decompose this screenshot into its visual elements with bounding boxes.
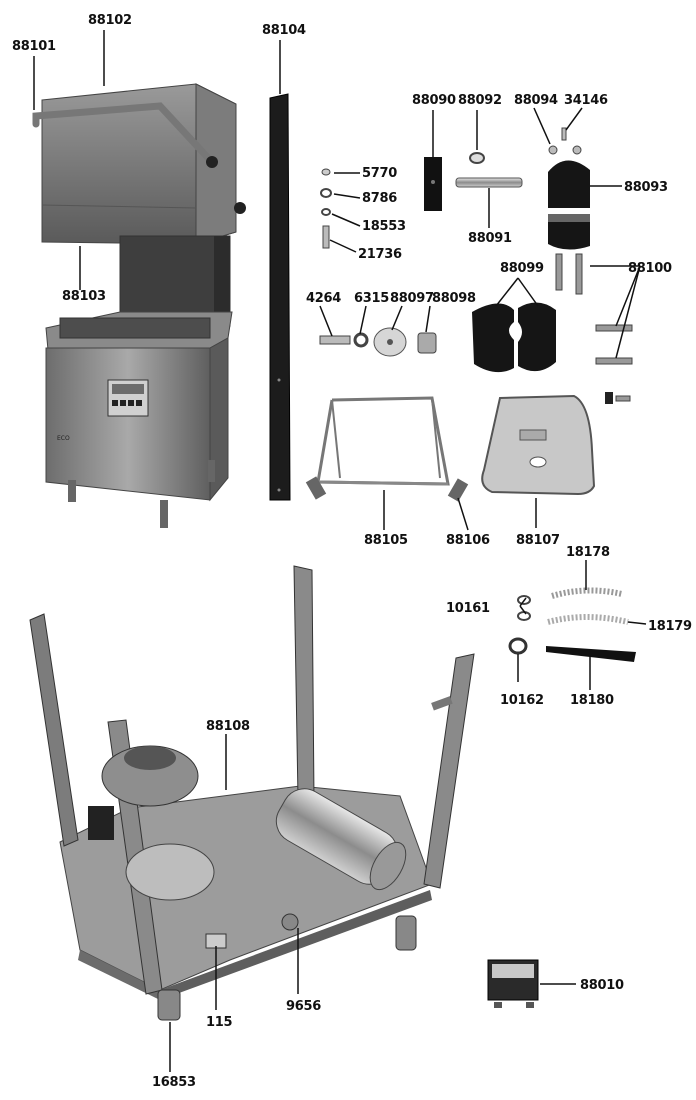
cam-parts bbox=[548, 127, 590, 250]
leader-lines bbox=[33, 30, 647, 1072]
split-blocks bbox=[472, 302, 556, 373]
foot bbox=[157, 989, 181, 1021]
clamp bbox=[517, 595, 531, 605]
hinge-washer bbox=[469, 152, 485, 164]
cam-upper bbox=[548, 160, 590, 208]
hose-18178 bbox=[551, 587, 623, 599]
label-10161: 10161 bbox=[446, 601, 490, 616]
transformer bbox=[487, 959, 539, 1008]
label-10162: 10162 bbox=[500, 693, 544, 708]
label-88099: 88099 bbox=[500, 261, 544, 276]
label-8786: 8786 bbox=[362, 191, 397, 206]
part-labels: 88101 88102 88103 88104 5770 8786 18553 … bbox=[12, 13, 692, 1090]
rack-frame bbox=[305, 396, 469, 502]
label-34146: 34146 bbox=[564, 93, 608, 108]
back-column bbox=[119, 235, 231, 327]
post bbox=[293, 565, 315, 801]
post bbox=[423, 653, 475, 889]
label-88010: 88010 bbox=[580, 978, 624, 993]
heater-tank bbox=[275, 788, 407, 891]
switch-115 bbox=[205, 933, 227, 949]
label-88106: 88106 bbox=[446, 533, 490, 548]
label-115: 115 bbox=[206, 1015, 232, 1030]
clamp bbox=[517, 611, 531, 621]
pump bbox=[125, 843, 215, 901]
hoses bbox=[508, 587, 636, 662]
hood-handle bbox=[32, 102, 214, 164]
post bbox=[29, 613, 79, 847]
washer bbox=[320, 188, 332, 198]
label-18180: 18180 bbox=[570, 693, 614, 708]
ring bbox=[321, 208, 331, 216]
leg bbox=[160, 500, 168, 528]
label-18179: 18179 bbox=[648, 619, 692, 634]
label-88100: 88100 bbox=[628, 261, 672, 276]
drip-tray bbox=[481, 394, 596, 496]
label-88107: 88107 bbox=[516, 533, 560, 548]
label-16853: 16853 bbox=[152, 1075, 196, 1090]
long-bolts bbox=[555, 253, 633, 404]
foot bbox=[395, 915, 417, 951]
label-88103: 88103 bbox=[62, 289, 106, 304]
leg bbox=[208, 460, 215, 482]
machine-badge: ECO bbox=[57, 435, 70, 442]
vertical-strip bbox=[269, 93, 291, 501]
label-5770: 5770 bbox=[362, 166, 397, 181]
base-frame bbox=[29, 565, 475, 1021]
spring-washer bbox=[353, 332, 369, 348]
label-88093: 88093 bbox=[624, 180, 668, 195]
hose-18180 bbox=[546, 646, 636, 662]
hose-18179 bbox=[547, 614, 629, 625]
label-88105: 88105 bbox=[364, 533, 408, 548]
label-18553: 18553 bbox=[362, 219, 406, 234]
bolt bbox=[319, 335, 351, 345]
valve-9656 bbox=[281, 913, 299, 931]
label-6315: 6315 bbox=[354, 291, 389, 306]
label-88098: 88098 bbox=[432, 291, 476, 306]
label-88104: 88104 bbox=[262, 23, 306, 38]
label-9656: 9656 bbox=[286, 999, 321, 1014]
label-88097: 88097 bbox=[390, 291, 434, 306]
label-88094: 88094 bbox=[514, 93, 558, 108]
label-88108: 88108 bbox=[206, 719, 250, 734]
cam-lower bbox=[548, 222, 590, 250]
label-88092: 88092 bbox=[458, 93, 502, 108]
hinge-parts bbox=[424, 152, 523, 211]
label-88090: 88090 bbox=[412, 93, 456, 108]
split-block-left bbox=[472, 303, 514, 373]
label-88102: 88102 bbox=[88, 13, 132, 28]
cabinet bbox=[45, 347, 211, 501]
dishwasher-machine: ECO bbox=[32, 83, 246, 528]
handle-knob bbox=[206, 156, 218, 168]
label-88101: 88101 bbox=[12, 39, 56, 54]
shaft-parts bbox=[319, 327, 437, 357]
motor-capacitor bbox=[88, 806, 114, 840]
bushing bbox=[417, 332, 437, 354]
label-18178: 18178 bbox=[566, 545, 610, 560]
label-88091: 88091 bbox=[468, 231, 512, 246]
label-4264: 4264 bbox=[306, 291, 341, 306]
small-hardware-group bbox=[320, 168, 332, 249]
screw bbox=[322, 225, 330, 249]
hose-clamp bbox=[508, 637, 528, 655]
label-21736: 21736 bbox=[358, 247, 402, 262]
nut bbox=[321, 168, 331, 176]
leg bbox=[68, 480, 76, 502]
split-block-right bbox=[518, 302, 556, 372]
hinge-pin bbox=[455, 177, 523, 188]
